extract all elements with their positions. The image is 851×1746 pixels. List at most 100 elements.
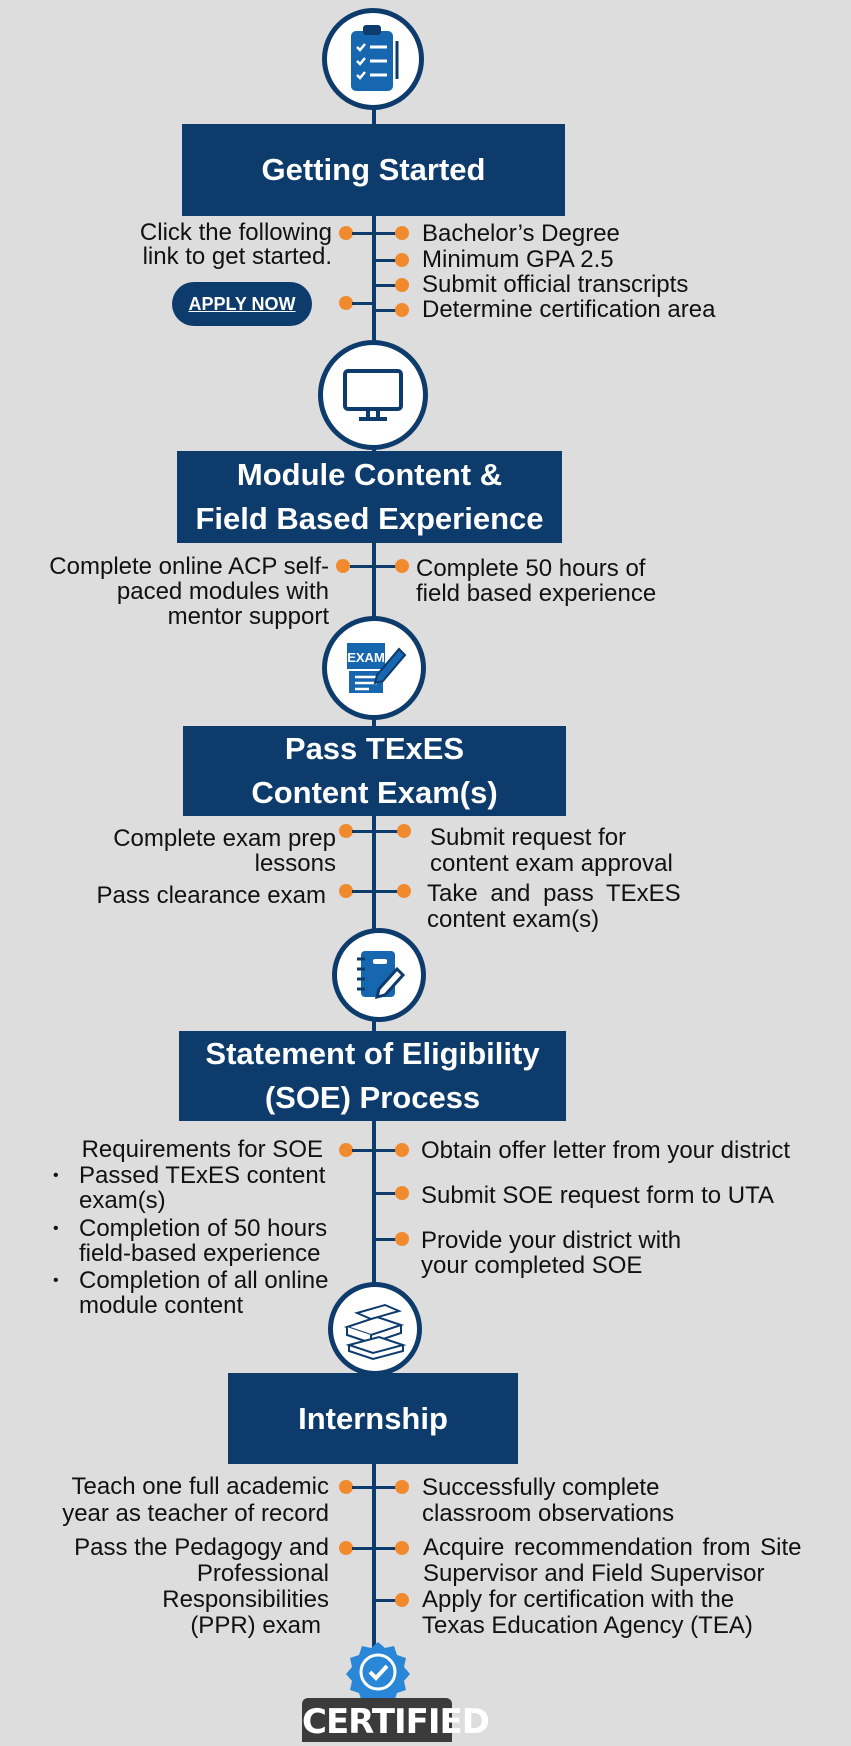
bullet-dot	[395, 1232, 409, 1246]
bullet-dot	[395, 1593, 409, 1607]
exam-pencil-icon: EXAM	[347, 643, 407, 693]
intern-left-1b: year as teacher of record	[62, 1500, 329, 1527]
timeline-spine	[372, 100, 376, 1700]
soe-bullet-1: Passed TExES content exam(s)	[53, 1162, 326, 1214]
bullet-dot	[395, 1480, 409, 1494]
exam-left-1a: Complete exam prep	[113, 825, 336, 852]
intern-left-2b: Professional	[196, 1560, 329, 1587]
clipboard-circle	[322, 8, 424, 110]
exam-right-2b: content exam(s)	[427, 906, 600, 933]
soe-title-2: (SOE) Process	[264, 1080, 481, 1115]
bullet-dot	[339, 226, 353, 240]
module-left-2: paced modules with	[116, 578, 329, 605]
verified-check-badge-icon	[346, 1642, 410, 1704]
connector	[376, 232, 396, 235]
soe-bullet-2: Completion of 50 hours field-based exper…	[53, 1215, 328, 1267]
books-stack-icon	[343, 1303, 407, 1361]
soe-bullet-3-line-1: Completion of all online	[79, 1267, 329, 1294]
bullet-dot	[395, 1541, 409, 1555]
get-started-text-1: Click the following	[139, 219, 332, 246]
req-gpa: Minimum GPA 2.5	[422, 246, 614, 273]
soe-right-1: Obtain offer letter from your district	[421, 1137, 791, 1164]
connector	[352, 302, 372, 305]
connector	[352, 1149, 372, 1152]
connector	[376, 890, 398, 893]
get-started-text-2: link to get started.	[142, 243, 332, 270]
connector	[376, 1547, 396, 1550]
soe-req-heading: Requirements for SOE	[81, 1136, 323, 1163]
exam-right-2a: Take and pass TExES	[427, 880, 681, 907]
connector	[376, 1599, 396, 1602]
connector	[352, 1486, 372, 1489]
soe-right-3a: Provide your district with	[421, 1227, 682, 1254]
bullet-dot	[339, 1480, 353, 1494]
svg-text:EXAM: EXAM	[347, 650, 385, 665]
module-right-1: Complete 50 hours of	[416, 555, 646, 582]
soe-right-2: Submit SOE request form to UTA	[421, 1182, 775, 1209]
soe-title-1: Statement of Eligibility	[205, 1036, 540, 1071]
intern-left-1a: Teach one full academic	[71, 1473, 329, 1500]
soe-bullet-1-line-2: exam(s)	[79, 1187, 166, 1214]
connector	[352, 830, 372, 833]
connector	[376, 284, 396, 287]
bullet-dot	[397, 884, 411, 898]
exam-title-1: Pass TExES	[284, 731, 465, 766]
intern-right-2a: Acquire recommendation from Site	[423, 1534, 802, 1561]
intern-right-3a: Apply for certification with the	[422, 1586, 735, 1613]
connector	[376, 565, 396, 568]
module-right-2: field based experience	[416, 580, 657, 607]
bullet-dot	[395, 303, 409, 317]
internship-box: Internship	[228, 1373, 518, 1464]
req-transcripts: Submit official transcripts	[422, 271, 689, 298]
soe-bullet-2-line-1: Completion of 50 hours	[79, 1215, 328, 1242]
intern-right-2b: Supervisor and Field Supervisor	[423, 1560, 765, 1587]
soe-bullet-2-line-2: field-based experience	[79, 1240, 321, 1267]
soe-bullet-1-line-1: Passed TExES content	[79, 1162, 326, 1189]
bullet-dot	[395, 253, 409, 267]
connector	[376, 1486, 396, 1489]
internship-title: Internship	[298, 1400, 448, 1436]
connector	[352, 890, 372, 893]
clipboard-checklist-icon	[351, 25, 399, 91]
module-title-2: Field Based Experience	[195, 501, 544, 536]
intern-right-1a: Successfully complete	[422, 1474, 660, 1501]
certified-badge: CERTIFIED	[302, 1698, 490, 1742]
bullet-dot	[339, 1143, 353, 1157]
bullet-dot	[397, 824, 411, 838]
bullet-dot	[395, 1143, 409, 1157]
monitor-circle	[318, 340, 428, 450]
bullet-dot	[339, 824, 353, 838]
intern-left-2a: Pass the Pedagogy and	[74, 1534, 329, 1561]
connector	[376, 1192, 396, 1195]
bullet-dot	[339, 296, 353, 310]
connector	[352, 232, 372, 235]
bullet-dot	[395, 226, 409, 240]
connector	[376, 830, 398, 833]
bullet-dot	[395, 1186, 409, 1200]
exam-right-1a: Submit request for	[430, 824, 627, 851]
connector	[352, 1547, 372, 1550]
soe-right-3b: your completed SOE	[421, 1252, 643, 1279]
monitor-icon	[343, 369, 403, 421]
intern-right-3b: Texas Education Agency (TEA)	[422, 1612, 753, 1639]
exam-right-1b: content exam approval	[430, 850, 673, 877]
module-box: Module Content & Field Based Experience	[177, 451, 562, 543]
connector	[350, 565, 372, 568]
req-bachelors: Bachelor’s Degree	[422, 220, 620, 247]
exam-title-2: Content Exam(s)	[251, 775, 498, 810]
connector	[376, 1149, 396, 1152]
exam-left-1b: lessons	[254, 850, 336, 877]
bullet-dot	[395, 559, 409, 573]
exam-box: Pass TExES Content Exam(s)	[183, 726, 566, 816]
intern-right-1b: classroom observations	[422, 1500, 675, 1527]
soe-box: Statement of Eligibility (SOE) Process	[179, 1031, 566, 1121]
notebook-pencil-icon	[357, 951, 406, 1000]
soe-bullet-3: Completion of all online module content	[53, 1267, 329, 1318]
intern-left-2c: Responsibilities	[162, 1586, 329, 1613]
exam-left-2: Pass clearance exam	[96, 882, 326, 909]
module-title-1: Module Content &	[236, 457, 503, 492]
apply-now-button[interactable]: APPLY NOW	[172, 282, 312, 326]
connector	[376, 309, 396, 312]
exam-circle: EXAM	[322, 616, 426, 720]
books-circle	[328, 1282, 422, 1376]
